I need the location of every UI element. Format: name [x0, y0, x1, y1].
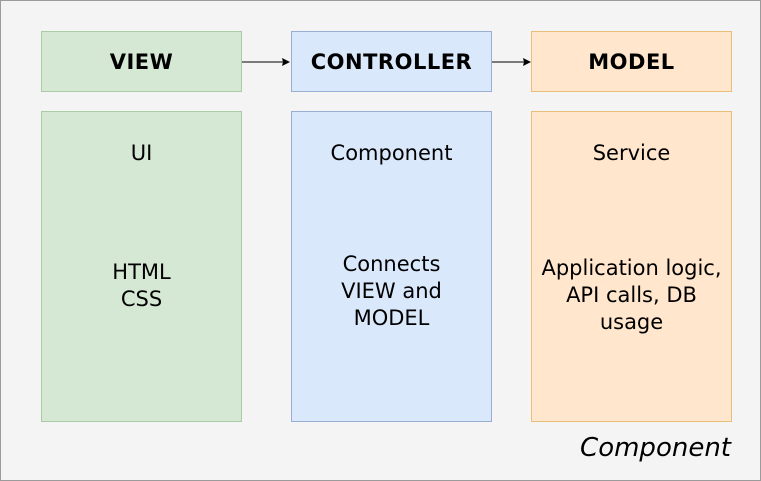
view-header-label: VIEW	[109, 49, 174, 74]
controller-description: Connects VIEW and MODEL	[341, 252, 442, 330]
controller-column: Component Connects VIEW and MODEL	[291, 111, 492, 422]
model-subtitle: Service	[592, 141, 671, 165]
model-description: Application logic, API calls, DB usage	[541, 256, 722, 334]
controller-header: CONTROLLER	[291, 31, 492, 92]
model-header: MODEL	[531, 31, 732, 92]
view-to-controller-arrow	[242, 58, 290, 66]
model-header-label: MODEL	[588, 49, 675, 74]
controller-header-label: CONTROLLER	[310, 49, 473, 74]
view-header: VIEW	[41, 31, 242, 92]
model-column: Service Application logic, API calls, DB…	[531, 111, 732, 422]
view-column: UI HTML CSS	[41, 111, 242, 422]
view-subtitle: UI	[130, 141, 153, 165]
controller-to-model-arrow	[492, 58, 531, 66]
footer-label: Component	[580, 433, 731, 463]
view-description: HTML CSS	[112, 260, 171, 311]
controller-subtitle: Component	[330, 141, 453, 165]
